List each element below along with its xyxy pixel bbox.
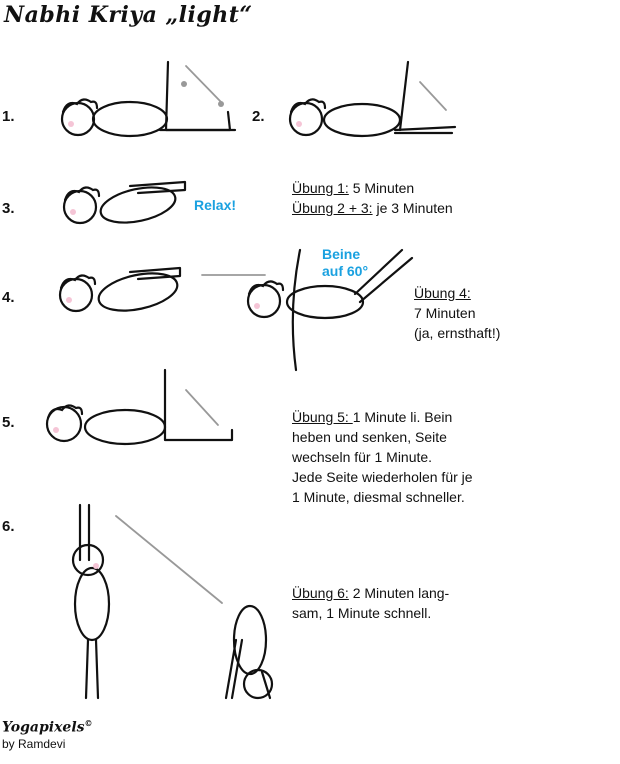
step-number-3: 3. [2, 200, 15, 217]
legs-angle-line2: auf 60° [322, 263, 369, 279]
note-exercise-6: Übung 6: 2 Minuten lang- sam, 1 Minute s… [292, 583, 449, 623]
note-exercise-4-line3: (ja, ernsthaft!) [414, 325, 501, 341]
note-exercise-5-line4: Jede Seite wiederholen für je [292, 469, 473, 485]
step-number-6: 6. [2, 518, 15, 535]
note-exercise-1-3: Übung 1: 5 Minuten Übung 2 + 3: je 3 Min… [292, 178, 453, 218]
relax-label: Relax! [194, 197, 237, 213]
note-exercise-1-text: 5 Minuten [348, 180, 415, 196]
step-number-5: 5. [2, 414, 15, 431]
page-title: Nabhi Kriya „light“ [4, 2, 253, 28]
note-exercise-5-head: Übung 5: [292, 409, 353, 425]
figure-exercise-3 [62, 180, 187, 225]
figure-exercise-4a [58, 266, 182, 313]
note-exercise-6-head: Übung 6: [292, 585, 349, 601]
arrow-bend-down [115, 515, 223, 604]
brand-name: Yogapixels [2, 719, 85, 736]
note-exercise-5-line5: 1 Minute, diesmal schneller. [292, 489, 465, 505]
figure-exercise-6a [71, 503, 111, 700]
note-exercise-5-line1: 1 Minute li. Bein [352, 409, 453, 425]
note-exercise-4-line2: 7 Minuten [414, 305, 476, 321]
brand-logo: Yogapixels© [2, 718, 93, 736]
note-exercise-5-line2: heben und senken, Seite [292, 429, 447, 445]
note-exercise-6-line2: sam, 1 Minute schnell. [292, 605, 432, 621]
legs-angle-label: Beine auf 60° [322, 246, 368, 280]
note-exercise-2-3: Übung 2 + 3: je 3 Minuten [292, 198, 453, 218]
figure-exercise-6b [224, 604, 274, 700]
legs-angle-line1: Beine [322, 246, 361, 262]
step-number-2: 2. [252, 108, 265, 125]
note-exercise-1: Übung 1: 5 Minuten [292, 178, 453, 198]
note-exercise-5-line3: wechseln für 1 Minute. [292, 449, 433, 465]
note-exercise-4: Übung 4: 7 Minuten (ja, ernsthaft!) [414, 283, 500, 343]
byline: by Ramdevi [2, 737, 66, 751]
step-number-1: 1. [2, 108, 15, 125]
note-exercise-1-head: Übung 1: [292, 180, 349, 196]
step-number-4: 4. [2, 289, 15, 306]
figure-exercise-2 [288, 60, 457, 138]
note-exercise-2-3-text: je 3 Minuten [372, 200, 453, 216]
note-exercise-5: Übung 5: 1 Minute li. Bein heben und sen… [292, 407, 473, 507]
figure-exercise-1 [60, 60, 237, 138]
note-exercise-6-line1: 2 Minuten lang- [348, 585, 450, 601]
brand-mark: © [84, 718, 93, 728]
figure-exercise-5 [45, 368, 234, 446]
note-exercise-4-head: Übung 4: [414, 285, 471, 301]
note-exercise-2-3-head: Übung 2 + 3: [292, 200, 373, 216]
